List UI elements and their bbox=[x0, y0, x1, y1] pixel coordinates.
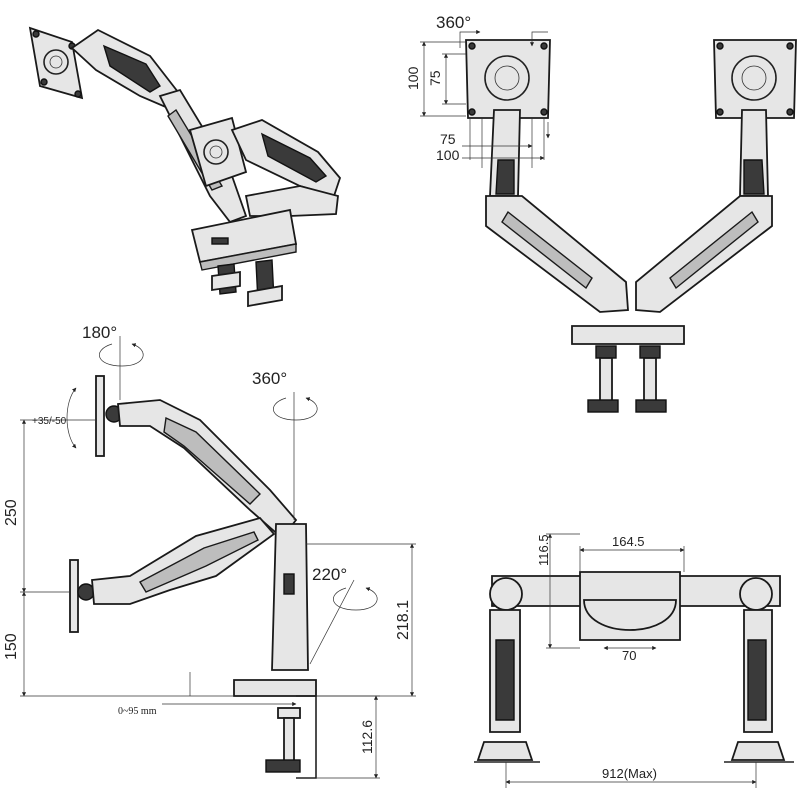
label-vesa-100-vertical: 100 bbox=[405, 66, 421, 90]
label-dim-116-5: 116.5 bbox=[536, 534, 551, 566]
side-clamp-knob bbox=[265, 759, 301, 773]
label-vesa-75-vertical: 75 bbox=[427, 70, 443, 86]
label-height-218-1: 218.1 bbox=[395, 600, 412, 640]
side-view bbox=[20, 336, 416, 779]
label-height-250: 250 bbox=[3, 499, 20, 526]
iso-base bbox=[190, 208, 298, 271]
label-span-912-max: 912(Max) bbox=[602, 766, 657, 781]
front-view bbox=[420, 29, 797, 413]
label-vesa-100-horizontal: 100 bbox=[436, 147, 460, 163]
front-vesa-plate-left bbox=[465, 39, 551, 119]
label-dim-70: 70 bbox=[622, 648, 636, 663]
side-clamp-frame bbox=[296, 695, 317, 779]
side-vesa-plate-bottom bbox=[69, 559, 79, 633]
label-rotation-180: 180° bbox=[82, 323, 117, 342]
iso-arm-slot-2 bbox=[260, 132, 328, 183]
iso-vesa-plate-left bbox=[28, 26, 84, 100]
front-vesa-plate-right bbox=[713, 39, 797, 119]
top-joint-right bbox=[739, 577, 773, 611]
iso-vesa-plate-right bbox=[188, 116, 248, 188]
isometric-view bbox=[28, 26, 342, 308]
iso-clamps bbox=[211, 259, 283, 308]
label-tilt-range: +35/-50 bbox=[32, 416, 67, 427]
label-vesa-75-horizontal: 75 bbox=[440, 131, 456, 147]
label-dim-164-5: 164.5 bbox=[612, 534, 645, 549]
top-view bbox=[474, 533, 794, 788]
front-base bbox=[571, 325, 685, 345]
rotate-360-arrow bbox=[273, 397, 318, 421]
top-joint-left bbox=[489, 577, 523, 611]
iso-arm-lower-2 bbox=[244, 185, 339, 217]
rotate-220-arrow bbox=[333, 587, 378, 611]
side-vesa-plate-top bbox=[95, 375, 105, 457]
label-height-150: 150 bbox=[3, 633, 20, 660]
side-pole bbox=[271, 523, 309, 671]
rotate-180-arrow bbox=[99, 343, 144, 367]
label-clamp-range: 0~95 mm bbox=[118, 706, 157, 717]
tilt-arrow bbox=[66, 387, 77, 449]
label-rotation-220: 220° bbox=[312, 565, 347, 584]
label-clamp-112-6: 112.6 bbox=[359, 720, 375, 754]
front-clamps bbox=[587, 345, 667, 413]
side-arm-upper bbox=[117, 399, 298, 540]
side-base bbox=[233, 679, 317, 697]
label-rotation-360-side: 360° bbox=[252, 369, 287, 388]
label-rotation-360-top: 360° bbox=[436, 13, 471, 32]
iso-arm-slot-1 bbox=[102, 44, 161, 93]
